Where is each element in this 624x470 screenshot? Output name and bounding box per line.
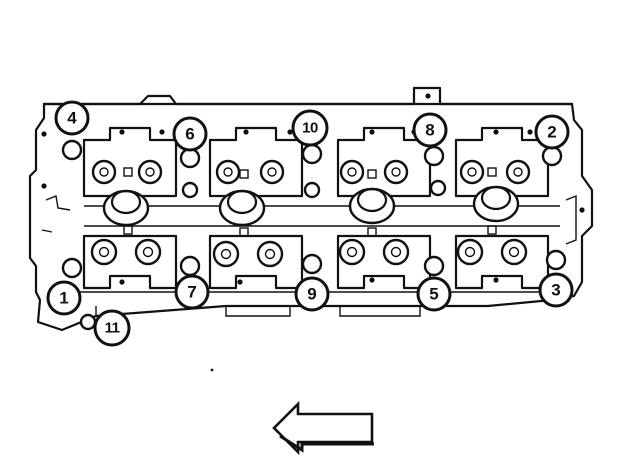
callout-11: 11 [93, 309, 131, 347]
spark-plug-tubes [102, 185, 520, 227]
callout-3-label: 3 [551, 281, 560, 300]
callout-1-label: 1 [59, 289, 68, 308]
callout-5-label: 5 [429, 285, 438, 304]
lower-bearing-caps [82, 234, 550, 290]
callout-3: 3 [538, 272, 574, 308]
callout-2: 2 [534, 114, 570, 150]
fastener-dots [41, 93, 585, 372]
callout-6-label: 6 [185, 125, 194, 144]
callout-1: 1 [46, 280, 82, 316]
callout-4: 4 [54, 100, 90, 136]
direction-arrow-left-icon [272, 400, 374, 456]
callout-9-label: 9 [307, 285, 316, 304]
callout-9: 9 [294, 276, 330, 312]
head-bolt-holes [61, 139, 567, 331]
callout-7: 7 [174, 274, 210, 310]
callout-8: 8 [412, 112, 448, 148]
valve-bores [90, 159, 531, 268]
callout-8-label: 8 [425, 121, 434, 140]
callout-2-label: 2 [547, 123, 556, 142]
callout-10-label: 10 [302, 120, 318, 137]
callout-10: 10 [291, 109, 329, 147]
callout-4-label: 4 [67, 109, 77, 128]
callout-6: 6 [172, 116, 208, 152]
callout-11-label: 11 [105, 320, 120, 337]
callout-5: 5 [416, 276, 452, 312]
callout-7-label: 7 [187, 283, 196, 302]
